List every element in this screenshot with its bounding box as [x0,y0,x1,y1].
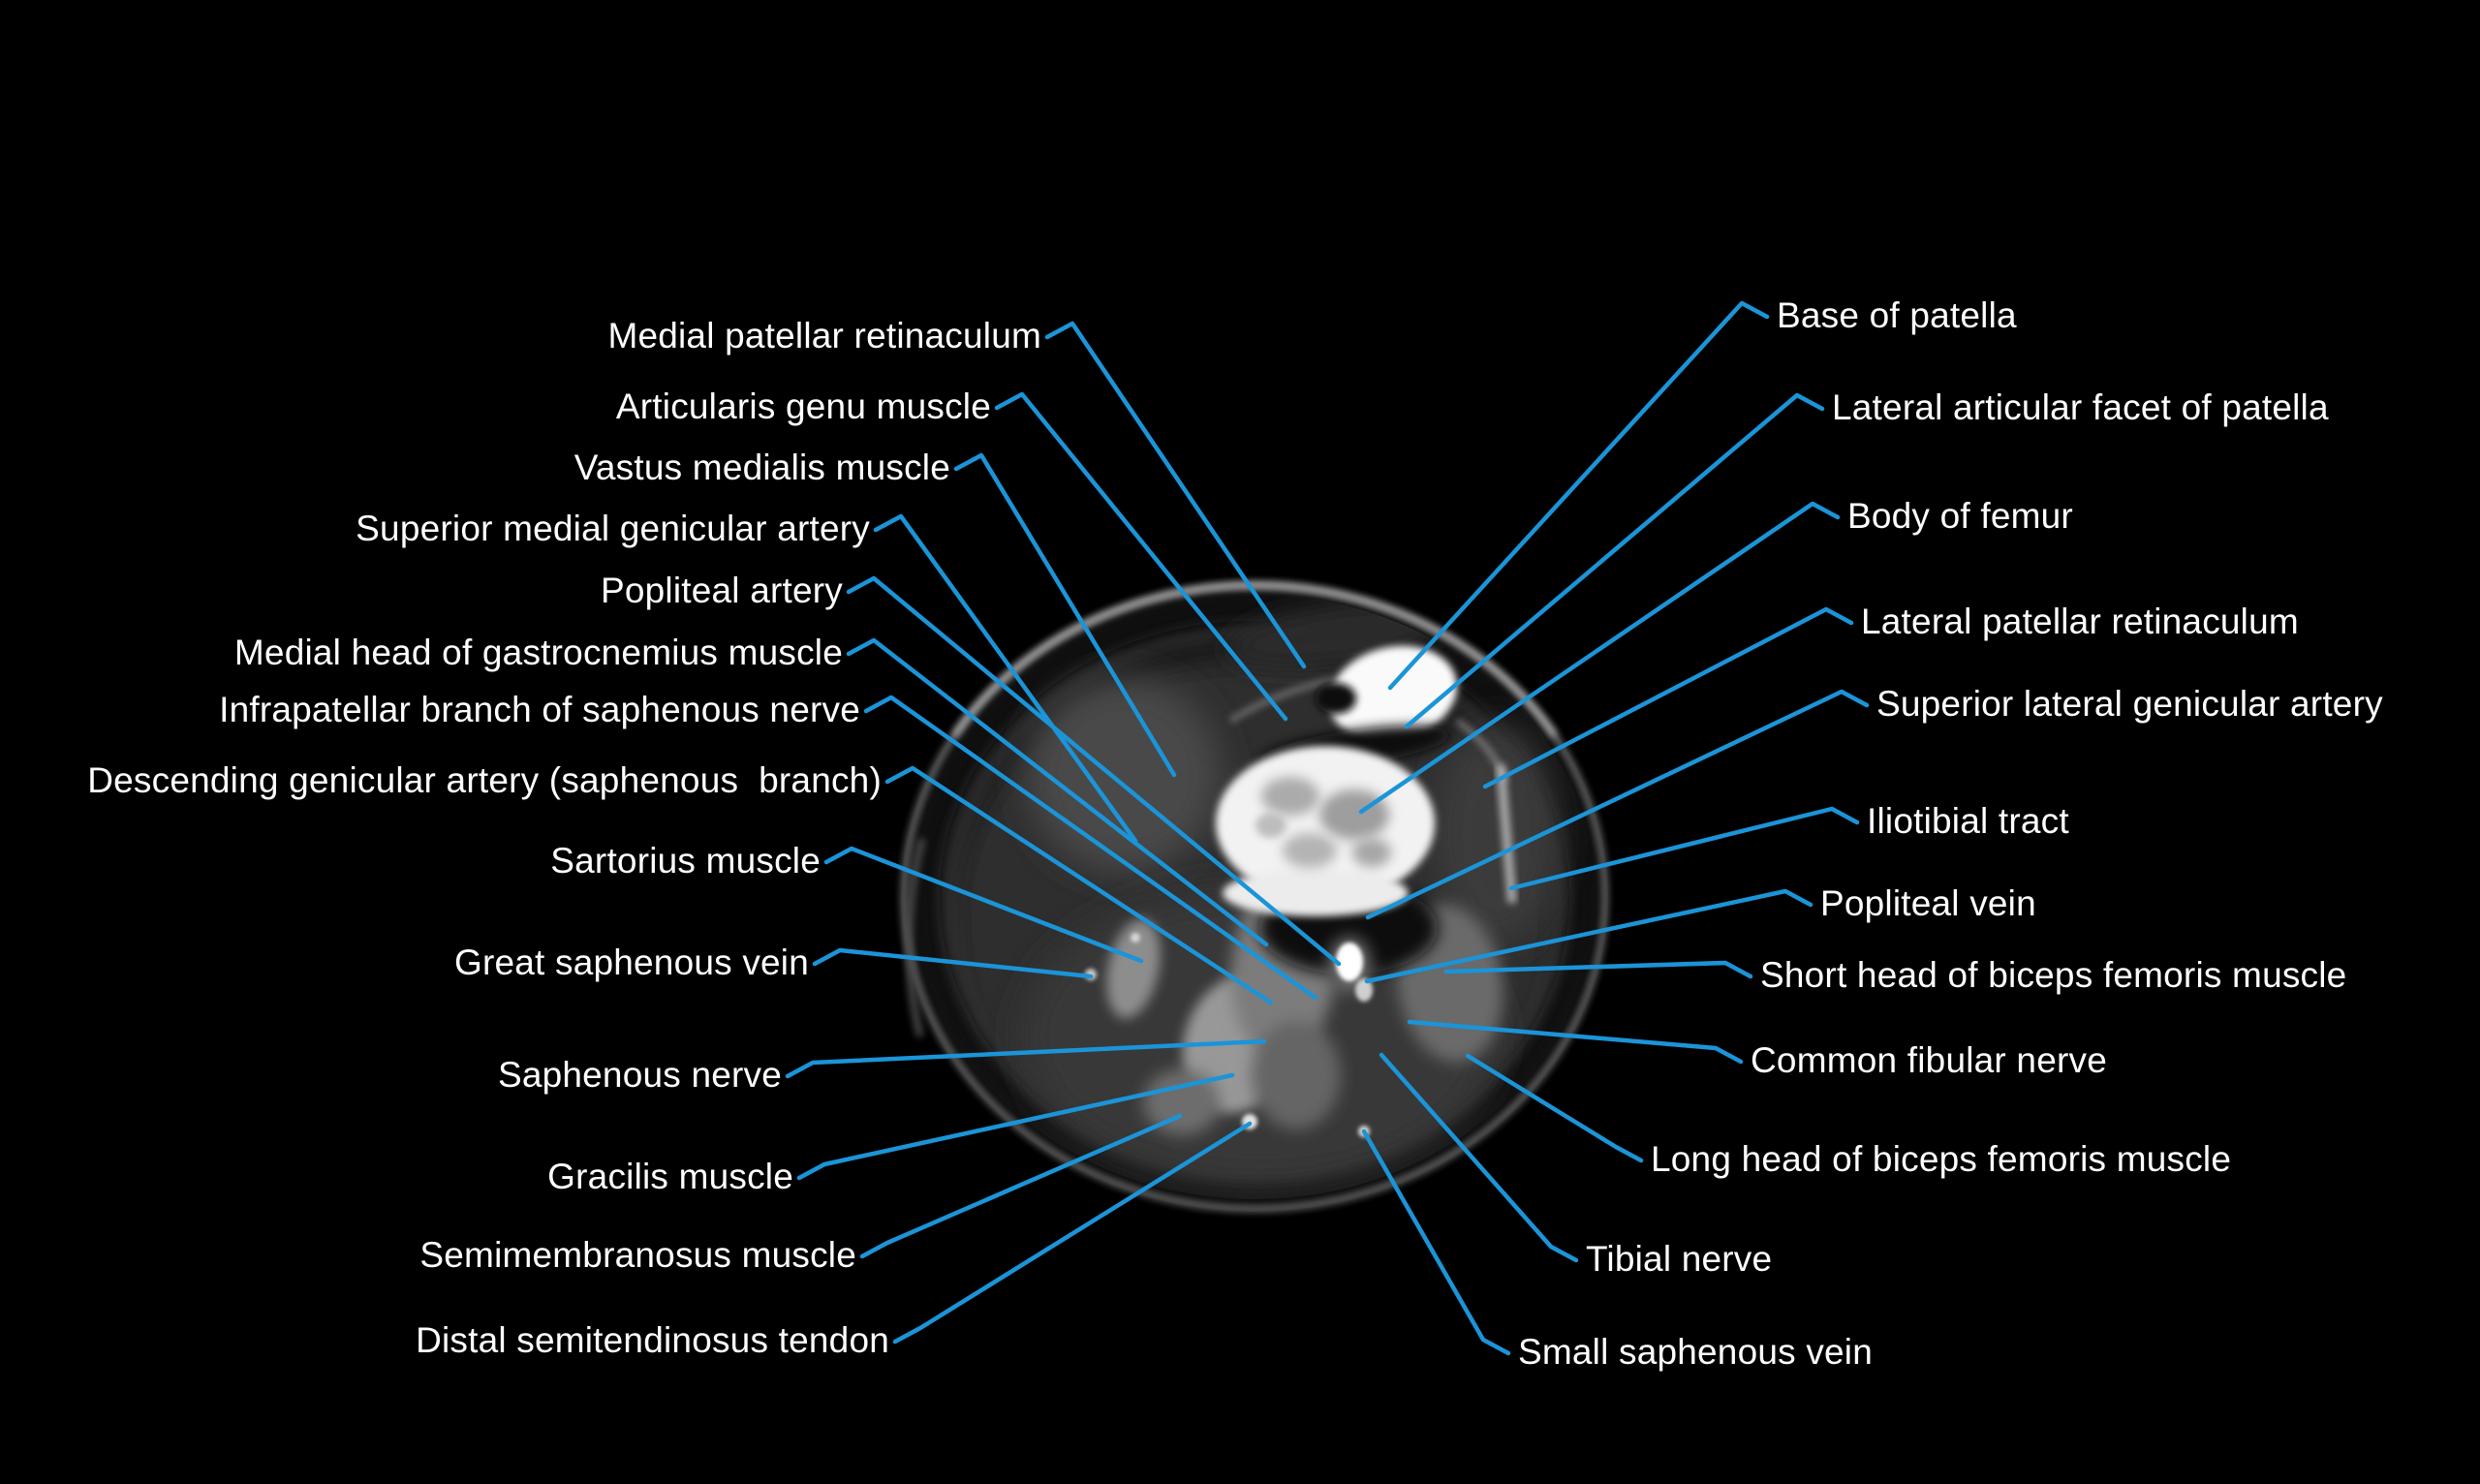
label-popliteal-artery: Popliteal artery [601,571,843,610]
leader-line-short-head-of-biceps-femoris-muscle [1443,960,1753,979]
label-base-of-patella: Base of patella [1777,295,2017,335]
label-medial-head-of-gastrocnemius-muscle: Medial head of gastrocnemius muscle [233,633,843,672]
leader-line-medial-head-of-gastrocnemius-muscle [846,637,1269,947]
leader-line-vastus-medialis-muscle [953,452,1177,778]
leader-line-common-fibular-nerve [1407,1019,1744,1065]
leader-line-iliotibial-tract [1508,806,1860,891]
label-saphenous-nerve: Saphenous nerve [497,1055,782,1095]
label-gracilis-muscle: Gracilis muscle [547,1157,793,1196]
popliteal-artery-dot [1336,943,1363,981]
label-small-saphenous-vein: Small saphenous vein [1518,1332,1873,1372]
leader-line-popliteal-artery [846,575,1342,967]
popliteal-vein-dot [1355,978,1373,1002]
leader-line-body-of-femur [1358,501,1841,815]
leader-line-descending-genicular-artery-saphenous-branch [884,765,1274,1005]
patella-bone [1328,645,1458,742]
label-superior-lateral-genicular-artery: Superior lateral genicular artery [1876,684,2383,724]
leader-line-tibial-nerve [1379,1052,1579,1263]
label-body-of-femur: Body of femur [1847,496,2073,536]
leader-line-semimembranosus-muscle [859,1113,1183,1259]
leader-line-saphenous-nerve [785,1038,1267,1079]
label-tibial-nerve: Tibial nerve [1586,1239,1773,1279]
leader-line-lateral-patellar-retinaculum [1482,606,1854,789]
leader-line-superior-lateral-genicular-artery [1365,689,1870,920]
label-sartorius-muscle: Sartorius muscle [550,841,821,881]
label-long-head-of-biceps-femoris-muscle: Long head of biceps femoris muscle [1651,1139,2232,1179]
leader-line-distal-semitendinosus-tendon [892,1121,1253,1345]
label-descending-genicular-artery-saphenous-branch: Descending genicular artery (saphenous b… [87,760,882,800]
subcutaneous-fat-ring [914,595,1596,1199]
label-articularis-genu-muscle: Articularis genu muscle [615,386,991,426]
label-lateral-patellar-retinaculum: Lateral patellar retinaculum [1861,602,2299,641]
leader-line-base-of-patella [1387,300,1770,691]
sartorius-bright-speck [1131,933,1140,943]
leader-line-lateral-articular-facet-of-patella [1404,392,1825,729]
medial-skin-fold-crescent [905,838,926,1037]
label-vastus-medialis-muscle: Vastus medialis muscle [574,448,950,487]
leader-line-superior-medial-genicular-artery [873,513,1138,844]
leader-line-great-saphenous-vein [812,947,1094,979]
leader-line-articularis-genu-muscle [994,391,1288,722]
label-infrapatellar-branch-of-saphenous-nerve: Infrapatellar branch of saphenous nerve [219,690,860,729]
label-common-fibular-nerve: Common fibular nerve [1751,1040,2107,1080]
lateral-soft-tissue-region [1434,722,1560,944]
leader-line-small-saphenous-vein [1361,1128,1511,1356]
medial-retinaculum-streak [1228,677,1334,724]
leader-line-popliteal-vein [1364,888,1814,984]
label-lateral-articular-facet-of-patella: Lateral articular facet of patella [1832,387,2329,427]
sartorius-muscle-shape [1106,918,1161,1019]
leader-line-long-head-of-biceps-femoris-muscle [1465,1053,1644,1163]
label-iliotibial-tract: Iliotibial tract [1867,801,2069,841]
label-medial-patellar-retinaculum: Medial patellar retinaculum [607,316,1041,356]
patella-facet-notch [1316,683,1356,714]
label-distal-semitendinosus-tendon: Distal semitendinosus tendon [416,1320,889,1360]
leader-line-gracilis-muscle [796,1072,1235,1181]
label-superior-medial-genicular-artery: Superior medial genicular artery [356,509,870,548]
semimembranosus-muscle-shape [1143,1069,1221,1135]
label-semimembranosus-muscle: Semimembranosus muscle [419,1235,856,1275]
label-great-saphenous-vein: Great saphenous vein [453,943,809,982]
gastrocnemius-lower-shape [1252,1021,1341,1129]
leader-line-medial-patellar-retinaculum [1044,321,1307,669]
iliotibial-tract-band [1496,764,1517,904]
leader-line-sartorius-muscle [823,846,1144,964]
leader-line-infrapatellar-branch-of-saphenous-nerve [863,695,1318,1001]
label-popliteal-vein: Popliteal vein [1820,883,2036,923]
label-short-head-of-biceps-femoris-muscle: Short head of biceps femoris muscle [1760,955,2347,995]
